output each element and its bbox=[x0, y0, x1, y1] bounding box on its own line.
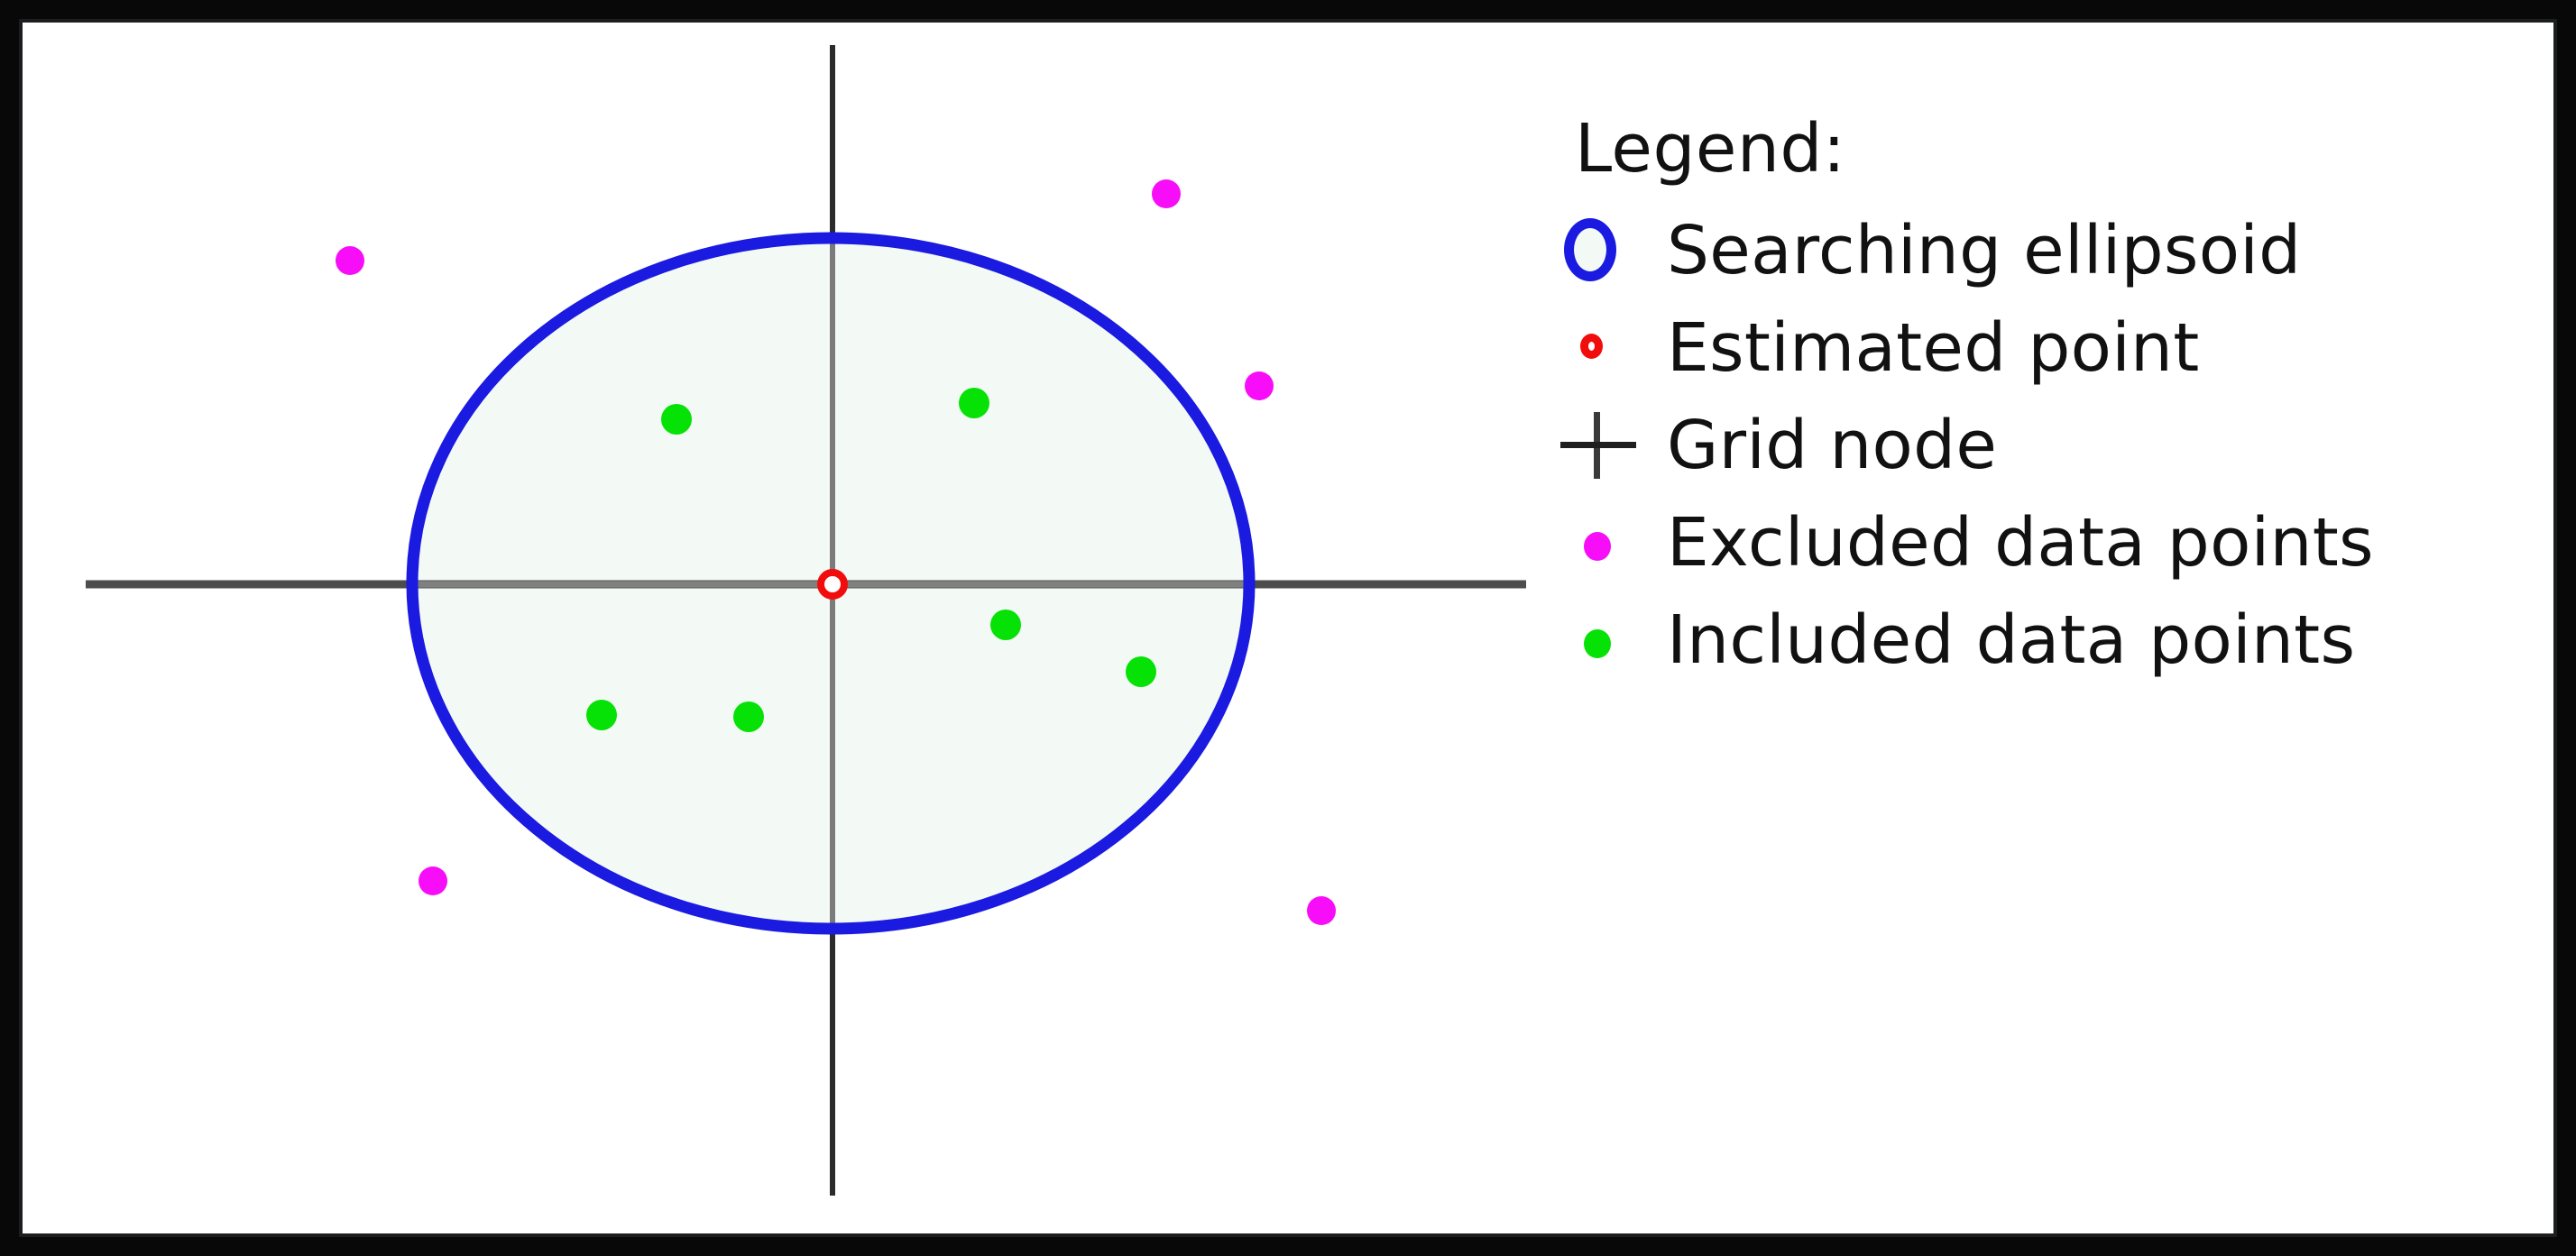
searching-ellipsoid-icon bbox=[1548, 202, 1667, 299]
legend-item-excluded-data-points[interactable]: Excluded data points bbox=[1548, 494, 2504, 591]
legend-item-estimated-point[interactable]: Estimated point bbox=[1548, 299, 2504, 397]
included-data-point bbox=[1126, 656, 1156, 687]
excluded-data-point bbox=[1307, 896, 1336, 925]
excluded-data-point bbox=[419, 866, 447, 895]
legend-label-included-data-points: Included data points bbox=[1667, 601, 2356, 679]
estimated-point-marker bbox=[817, 569, 848, 600]
included-data-point bbox=[959, 388, 989, 418]
legend-item-grid-node[interactable]: Grid node bbox=[1548, 397, 2504, 494]
searching-ellipsoid-outline bbox=[406, 232, 1256, 935]
included-data-point-icon bbox=[1548, 591, 1667, 689]
estimated-point-icon bbox=[1548, 299, 1667, 397]
excluded-data-point bbox=[1245, 371, 1274, 400]
excluded-data-point bbox=[1152, 179, 1181, 208]
legend-label-excluded-data-points: Excluded data points bbox=[1667, 504, 2374, 582]
legend: Legend: Searching ellipsoid Estimated po… bbox=[1548, 115, 2504, 689]
legend-item-searching-ellipsoid[interactable]: Searching ellipsoid bbox=[1548, 202, 2504, 299]
grid-node-icon bbox=[1548, 397, 1667, 494]
legend-label-searching-ellipsoid: Searching ellipsoid bbox=[1667, 212, 2302, 289]
included-data-point bbox=[990, 610, 1021, 640]
excluded-data-point-icon bbox=[1548, 494, 1667, 591]
included-data-point bbox=[733, 701, 764, 732]
plot-canvas bbox=[23, 23, 2553, 1233]
legend-title: Legend: bbox=[1575, 110, 1846, 188]
included-data-point bbox=[661, 404, 692, 435]
legend-item-included-data-points[interactable]: Included data points bbox=[1548, 591, 2504, 689]
legend-label-grid-node: Grid node bbox=[1667, 407, 1998, 484]
included-data-point bbox=[586, 700, 617, 730]
legend-label-estimated-point: Estimated point bbox=[1667, 309, 2200, 387]
scatter-plot bbox=[86, 45, 1526, 1196]
excluded-data-point bbox=[336, 246, 364, 275]
